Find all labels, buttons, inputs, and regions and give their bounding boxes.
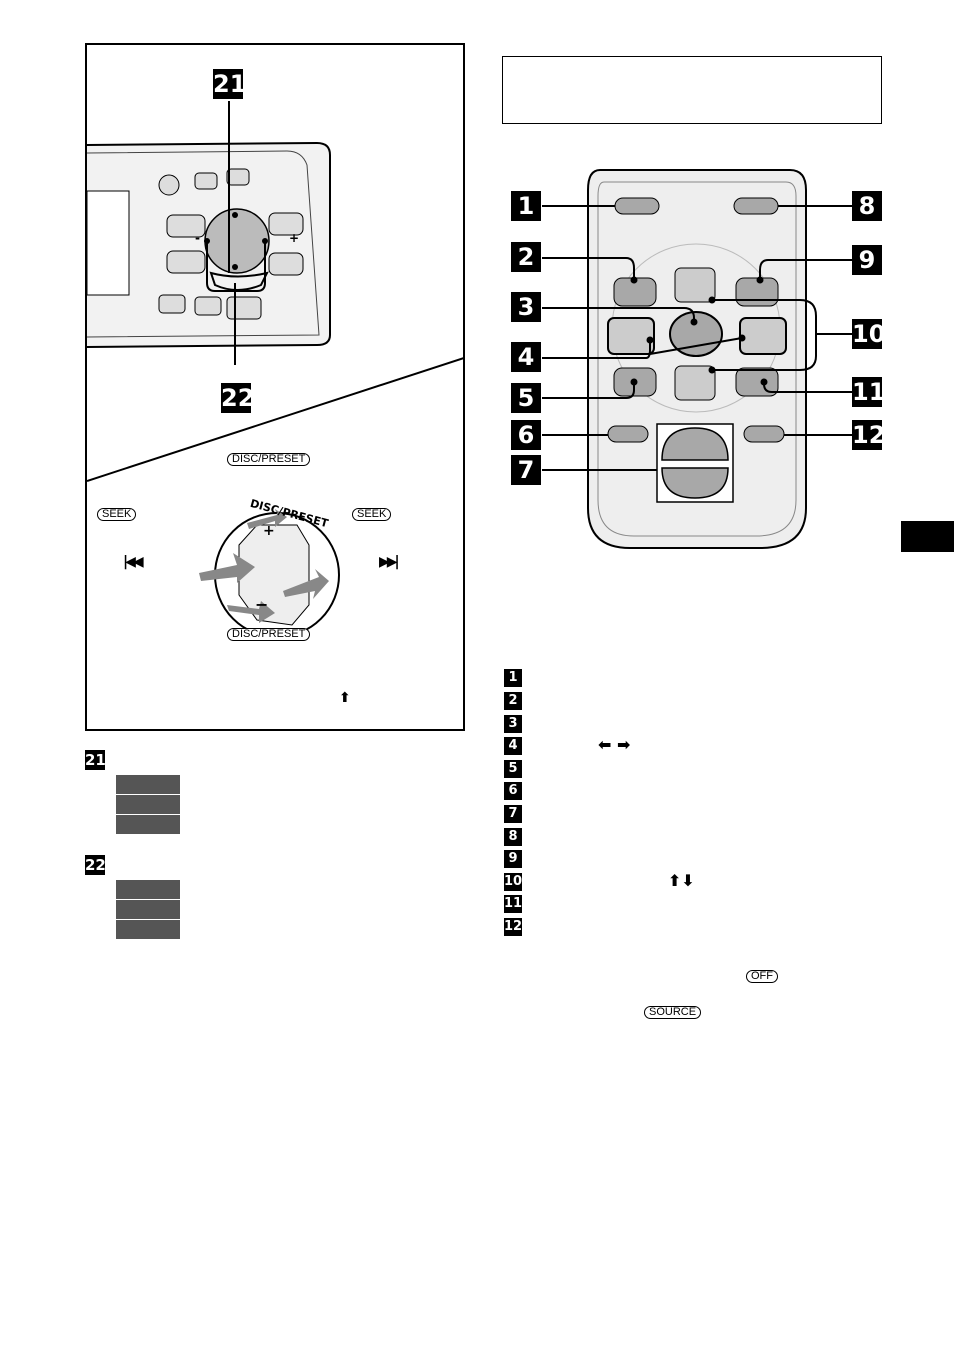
remote-callout-5: 5 xyxy=(511,383,541,413)
list-marker-2: 2 xyxy=(504,692,522,710)
remote-callout-8: 8 xyxy=(852,191,882,221)
off-button-label: OFF xyxy=(746,970,778,983)
remote-drawing xyxy=(542,169,854,549)
list-marker-22: 22 xyxy=(85,855,106,875)
grey-bar xyxy=(116,775,180,794)
callout-21: 21 xyxy=(213,69,247,99)
grey-bar xyxy=(116,795,180,814)
grey-bar xyxy=(116,920,180,939)
remote-callout-3: 3 xyxy=(511,292,541,322)
unit-plus-sign: + xyxy=(289,231,300,245)
list-marker-9: 9 xyxy=(504,850,522,868)
left-right-arrows-icon: ⬅ ➡ xyxy=(598,735,631,754)
remote-callout-9: 9 xyxy=(852,245,882,275)
dial-plus: + xyxy=(263,523,275,539)
list-marker-3: 3 xyxy=(504,715,522,733)
remote-callout-4: 4 xyxy=(511,342,541,372)
dial-minus: − xyxy=(255,595,269,614)
list-marker-6: 6 xyxy=(504,782,522,800)
remote-callout-11: 11 xyxy=(852,377,886,407)
next-track-icon: ▶▶| xyxy=(379,554,400,570)
list-marker-5: 5 xyxy=(504,760,522,778)
grey-bar xyxy=(116,815,180,834)
list-marker-8: 8 xyxy=(504,828,522,846)
remote-callout-10: 10 xyxy=(852,319,886,349)
prev-track-icon: |◀◀ xyxy=(123,554,144,570)
list-marker-7: 7 xyxy=(504,805,522,823)
grey-bar xyxy=(116,900,180,919)
list-marker-1: 1 xyxy=(504,669,522,687)
disc-preset-label-top: DISC/PRESET xyxy=(227,453,311,466)
remote-callout-12: 12 xyxy=(852,420,886,450)
remote-callout-6: 6 xyxy=(511,420,541,450)
seek-label-right: SEEK xyxy=(352,508,392,521)
section-tab xyxy=(901,521,954,552)
unit-minus-sign: - xyxy=(195,231,200,245)
remote-callout-1: 1 xyxy=(511,191,541,221)
unit-illustration-frame: 21 22 - + DISC/PRESET + − DISC/PRESET SE… xyxy=(85,43,465,731)
list-marker-12: 12 xyxy=(504,918,523,936)
callout-22: 22 xyxy=(221,383,255,413)
seek-label-left: SEEK xyxy=(97,508,137,521)
remote-callout-2: 2 xyxy=(511,242,541,272)
list-marker-21: 21 xyxy=(85,750,106,770)
grey-bar xyxy=(116,880,180,899)
section-title-box xyxy=(502,56,882,124)
list-marker-11: 11 xyxy=(504,895,523,913)
list-marker-4: 4 xyxy=(504,737,522,755)
unit-drawing xyxy=(87,101,463,638)
remote-callout-7: 7 xyxy=(511,455,541,485)
up-arrow-icon: ⬆ xyxy=(339,690,351,706)
source-button-label: SOURCE xyxy=(644,1006,702,1019)
up-down-arrows-icon: ⬆⬇ xyxy=(668,871,695,890)
list-marker-10: 10 xyxy=(504,873,523,891)
disc-preset-label-bottom: DISC/PRESET xyxy=(227,628,311,641)
